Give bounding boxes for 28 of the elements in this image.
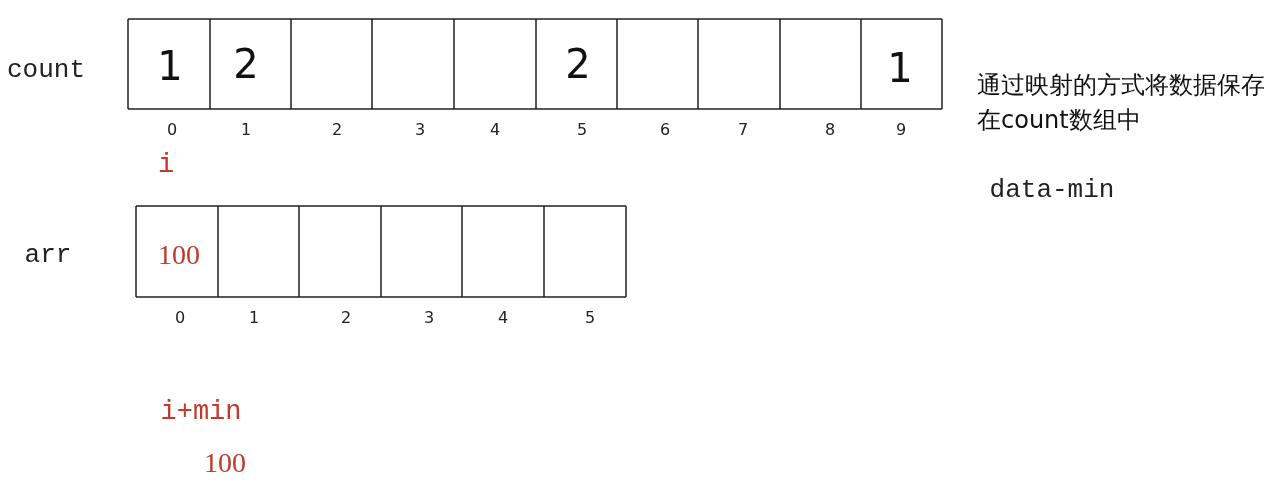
handwritten-value: 1 [887, 46, 913, 90]
index-number: 5 [576, 121, 588, 139]
array-name: count [7, 55, 85, 85]
index-number: 0 [166, 121, 178, 139]
index-number: 5 [584, 309, 596, 327]
index-number: 3 [423, 309, 435, 327]
index-number: 8 [824, 121, 836, 139]
index-number: 6 [659, 121, 671, 139]
index-number: 9 [895, 121, 907, 139]
index-number: 4 [497, 309, 509, 327]
index-number: 3 [414, 121, 426, 139]
array-name: arr [24, 240, 72, 270]
note-text: 通过映射的方式将数据保存在count数组中 [977, 70, 1266, 136]
index-number: 2 [340, 309, 352, 327]
expression-text: data-min [989, 175, 1115, 205]
handwritten-value: 2 [565, 42, 591, 86]
index-number: 4 [489, 121, 501, 139]
variable-label: i [157, 151, 175, 181]
cell-value: 100 [158, 239, 200, 271]
index-number: 1 [248, 309, 260, 327]
handwritten-value: 1 [157, 44, 183, 88]
index-number: 2 [331, 121, 343, 139]
index-number: 0 [174, 309, 186, 327]
handwritten-value: 2 [233, 42, 259, 86]
index-number: 1 [240, 121, 252, 139]
value-text: 100 [204, 447, 246, 479]
index-number: 7 [737, 121, 749, 139]
expression-text: i+min [160, 398, 242, 428]
